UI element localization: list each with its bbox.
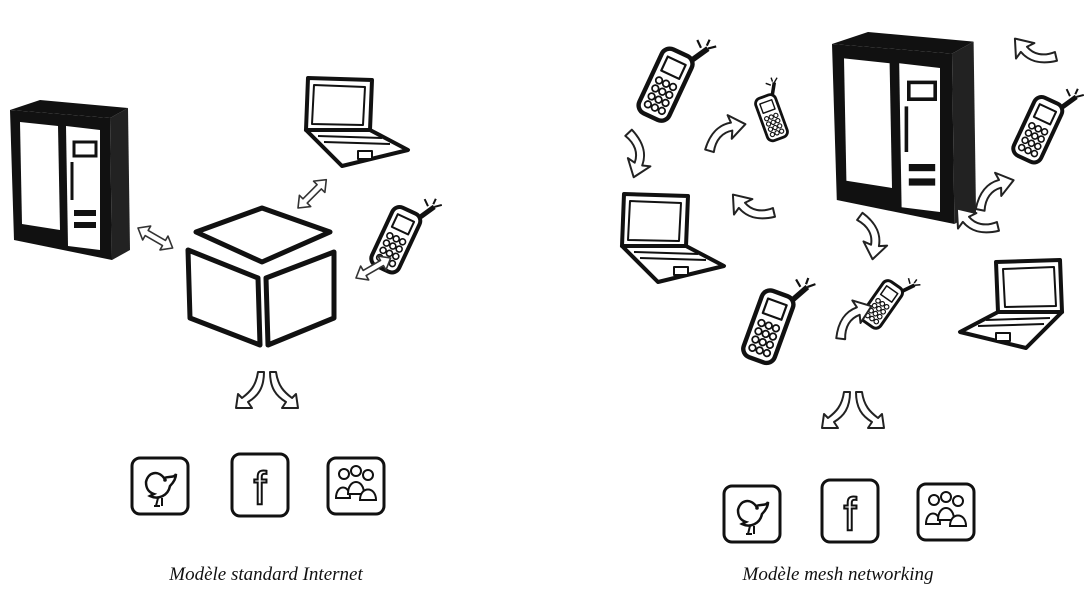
server-icon [832,32,976,224]
left-diagram: f [10,78,443,516]
caption-standard-model: Modèle standard Internet [169,564,362,586]
phone-icon [636,24,718,129]
caption-mesh-model: Modèle mesh networking [742,564,933,586]
curved-arrow-icon [700,112,749,153]
facebook-icon: f [822,480,878,542]
laptop-icon [960,260,1062,348]
fork-arrow-icon [822,392,884,428]
curved-arrow-icon [724,180,778,236]
curved-arrow-icon [1006,24,1060,80]
myspace-icon [918,484,974,540]
facebook-letter: f [844,488,857,540]
facebook-icon: f [232,454,288,516]
laptop-icon [306,78,408,166]
right-diagram: f [613,24,1085,542]
phone-icon [1011,74,1085,170]
bidirectional-arrow-icon [134,221,177,255]
server-icon [10,100,130,260]
bidirectional-arrow-icon [292,174,332,214]
twitter-icon [724,486,780,542]
phone-icon [749,76,797,143]
twitter-icon [132,458,188,514]
curved-arrow-icon [613,128,660,181]
fork-arrow-icon [236,372,298,408]
facebook-letter: f [254,462,267,514]
central-hub-cube-icon [188,208,334,345]
laptop-icon [622,194,724,282]
phone-icon [741,265,817,370]
myspace-icon [328,458,384,514]
phone-icon [859,265,922,336]
curved-arrow-icon [851,212,892,261]
